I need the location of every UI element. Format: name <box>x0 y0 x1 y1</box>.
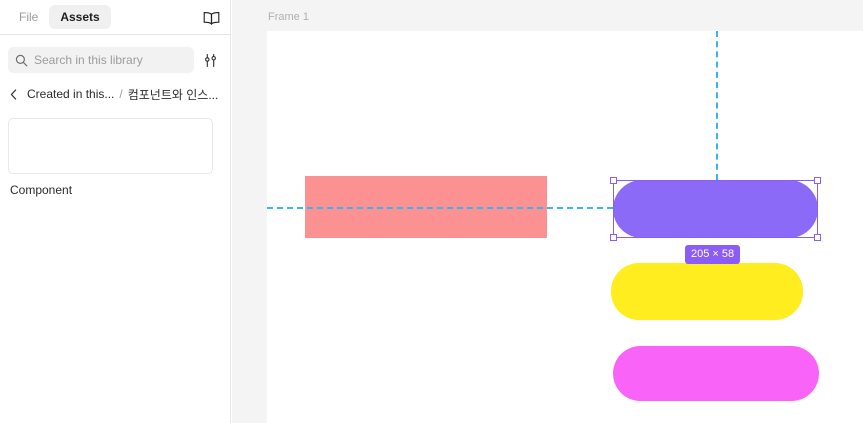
tune-icon[interactable] <box>200 51 220 69</box>
search-input[interactable] <box>34 53 184 67</box>
canvas-area[interactable]: Frame 1 205 × 58 <box>232 0 863 423</box>
breadcrumb-separator: / <box>119 87 123 101</box>
search-icon <box>15 54 28 67</box>
breadcrumb-current[interactable]: 컴포넌트와 인스... <box>127 87 219 102</box>
component-thumbnail <box>20 123 201 169</box>
alignment-guide-horizontal <box>267 207 613 209</box>
rounded-rect-magenta[interactable] <box>613 346 819 401</box>
book-icon[interactable] <box>200 7 222 29</box>
tab-assets[interactable]: Assets <box>49 5 111 29</box>
frame-title[interactable]: Frame 1 <box>268 11 309 23</box>
resize-handle-bottom-left[interactable] <box>610 234 617 241</box>
resize-handle-top-right[interactable] <box>814 177 821 184</box>
search-row <box>0 35 231 77</box>
rounded-rect-purple[interactable] <box>613 180 818 238</box>
rounded-rect-yellow[interactable] <box>611 263 803 320</box>
tab-file[interactable]: File <box>19 10 39 24</box>
size-badge: 205 × 58 <box>685 245 741 264</box>
component-label: Component <box>10 183 73 197</box>
selection-box[interactable] <box>610 177 821 241</box>
sidebar-tabbar: File Assets <box>0 0 231 35</box>
search-box[interactable] <box>8 47 194 73</box>
left-sidebar: File Assets <box>0 0 231 423</box>
breadcrumb-parent[interactable]: Created in this... <box>27 87 115 101</box>
frame-1[interactable]: 205 × 58 <box>267 31 863 423</box>
breadcrumb: Created in this... / 컴포넌트와 인스... <box>0 83 231 105</box>
alignment-guide-vertical <box>716 31 718 180</box>
component-card[interactable] <box>8 118 213 174</box>
chevron-left-icon[interactable] <box>6 88 20 100</box>
resize-handle-bottom-right[interactable] <box>814 234 821 241</box>
resize-handle-top-left[interactable] <box>610 177 617 184</box>
